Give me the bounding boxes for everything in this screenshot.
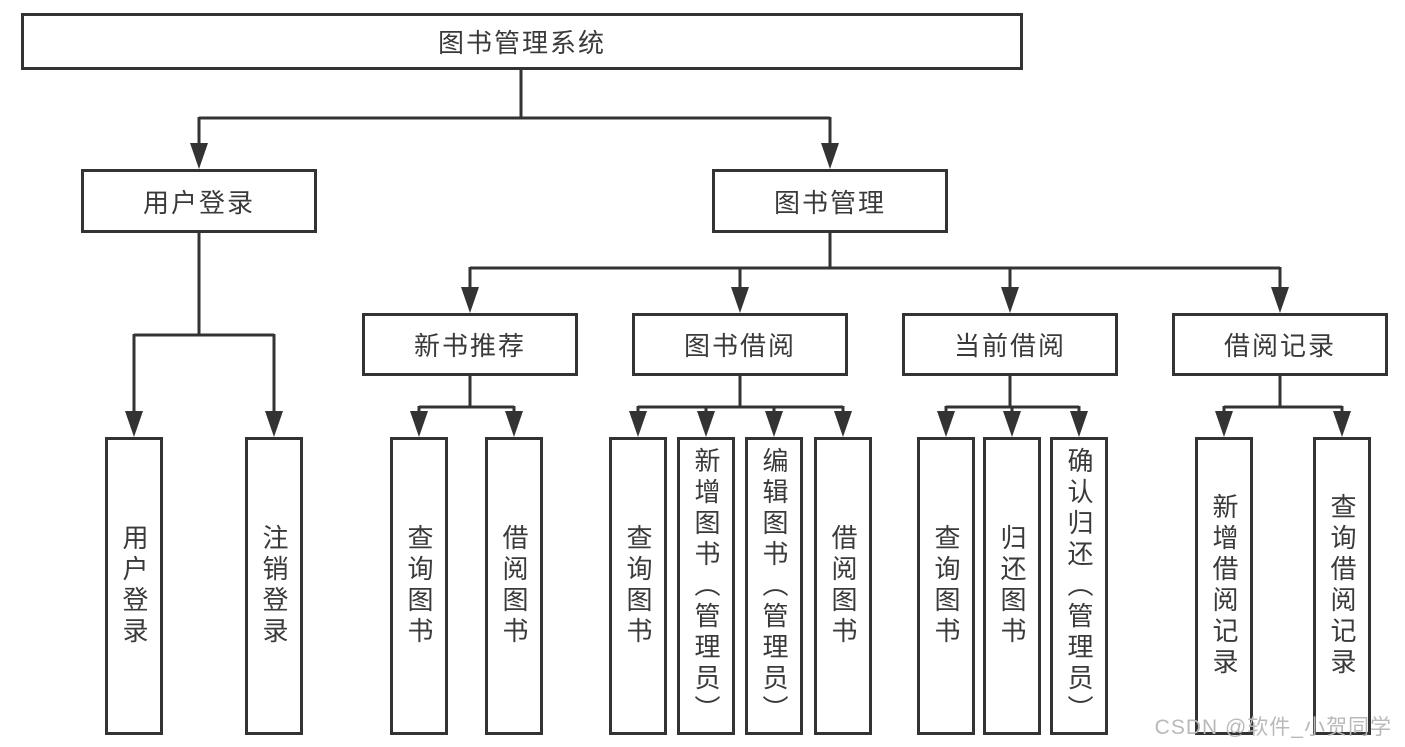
node-new-book-recommend-label: 新书推荐 [413,331,526,361]
leaf-borrow-books-recommend: 借阅图书 [485,437,543,735]
leaf-query-books-current: 查询图书 [917,437,975,735]
connector-book-borrow-children [629,376,852,437]
leaf-edit-book-admin: 编辑图书（管理员） [745,437,803,735]
leaf-user-login-label: 用户登录 [119,524,149,648]
leaf-add-book-admin-label: 新增图书（管理员） [691,446,721,726]
leaf-query-books-borrow: 查询图书 [609,437,667,735]
leaf-borrow-books-recommend-label: 借阅图书 [499,524,529,648]
leaf-query-books-recommend-label: 查询图书 [404,524,434,648]
leaf-query-books-recommend: 查询图书 [390,437,448,735]
leaf-user-login: 用户登录 [105,437,163,735]
connector-borrow-records-children [1215,376,1351,437]
leaf-edit-book-admin-label: 编辑图书（管理员） [759,446,789,726]
node-new-book-recommend: 新书推荐 [362,313,578,376]
node-user-login: 用户登录 [81,169,317,233]
node-user-login-label: 用户登录 [142,187,255,218]
leaf-add-borrow-record: 新增借阅记录 [1195,437,1253,735]
node-book-borrow: 图书借阅 [632,313,848,376]
leaf-return-books-label: 归还图书 [997,524,1027,648]
leaf-query-books-borrow-label: 查询图书 [623,524,653,648]
node-book-borrow-label: 图书借阅 [683,331,796,361]
node-library-system: 图书管理系统 [21,13,1023,70]
leaf-confirm-return-admin-label: 确认归还（管理员） [1064,446,1094,726]
leaf-logout: 注销登录 [245,437,303,735]
connector-new-book-children [410,376,523,437]
leaf-borrow-books-label: 借阅图书 [828,524,858,648]
leaf-logout-label: 注销登录 [259,524,289,648]
node-library-system-label: 图书管理系统 [437,28,606,58]
connector-book-management-children [461,233,1289,313]
node-book-management-label: 图书管理 [773,187,886,218]
leaf-query-borrow-record-label: 查询借阅记录 [1327,493,1357,679]
node-current-borrow-label: 当前借阅 [953,331,1066,361]
connector-current-borrow-children [937,376,1088,437]
node-book-management: 图书管理 [712,169,948,233]
connector-user-login-children [125,232,283,437]
leaf-add-borrow-record-label: 新增借阅记录 [1209,493,1239,679]
node-borrow-records: 借阅记录 [1172,313,1388,376]
node-borrow-records-label: 借阅记录 [1223,331,1336,361]
leaf-query-borrow-record: 查询借阅记录 [1313,437,1371,735]
leaf-borrow-books: 借阅图书 [814,437,872,735]
leaf-confirm-return-admin: 确认归还（管理员） [1050,437,1108,735]
leaf-query-books-current-label: 查询图书 [931,524,961,648]
csdn-watermark: CSDN @软件_小贺同学 [1154,716,1392,739]
leaf-add-book-admin: 新增图书（管理员） [677,437,735,735]
connector-root-to-level2 [190,69,839,169]
node-current-borrow: 当前借阅 [902,313,1118,376]
leaf-return-books: 归还图书 [983,437,1041,735]
